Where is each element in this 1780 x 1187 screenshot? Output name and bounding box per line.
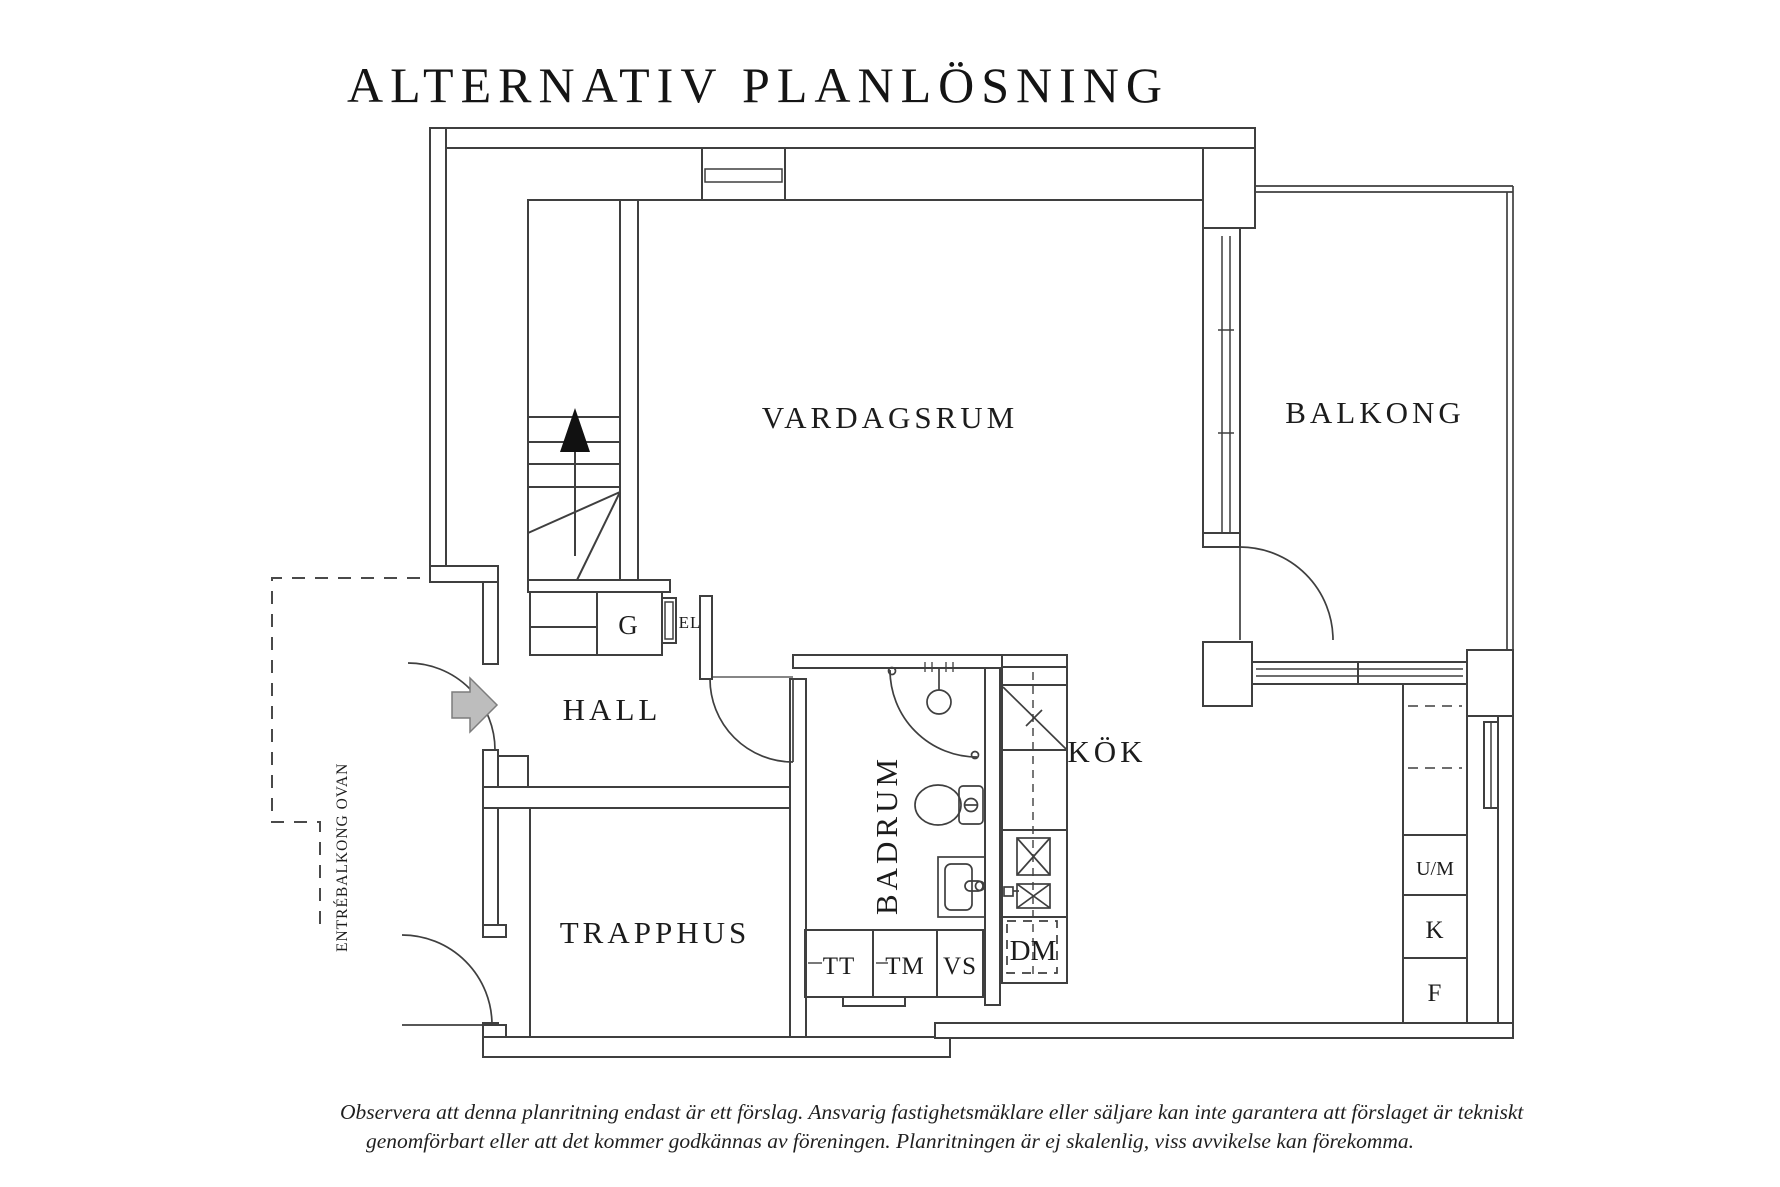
label-f: F <box>1428 980 1443 1007</box>
label-entrebalkong: ENTRÉBALKONG OVAN <box>334 763 351 952</box>
room-labels: VARDAGSRUM BALKONG HALL KÖK TRAPPHUS BAD… <box>334 395 1465 952</box>
label-k: K <box>1425 917 1444 944</box>
balcony-railing <box>1255 185 1514 650</box>
wall-island-top <box>1001 654 1068 668</box>
badrum-door-arc <box>709 678 794 763</box>
el-cabinet <box>661 597 677 644</box>
label-trapphus: TRAPPHUS <box>560 915 751 950</box>
wall-hall-trapphus <box>482 786 807 809</box>
stair-winder <box>576 491 621 581</box>
badrum <box>709 662 986 918</box>
kitchen-windows <box>1251 661 1499 809</box>
dishwasher-outline <box>1006 920 1058 974</box>
label-tt: TT <box>823 953 856 980</box>
stair-up-arrow-icon <box>560 408 590 452</box>
disclaimer-line-1: Observera att denna planritning endast ä… <box>340 1100 1524 1124</box>
wall-balcony-door-block <box>1202 641 1253 707</box>
wall-left-upper <box>429 127 447 581</box>
wall-kitchen-east <box>1497 715 1514 1039</box>
window-top <box>638 148 1203 201</box>
kitchen-island <box>1001 666 1068 984</box>
label-badrum: BADRUM <box>869 755 904 915</box>
label-dm: DM <box>1010 935 1057 967</box>
staircase <box>527 199 639 581</box>
label-el: EL <box>679 613 702 632</box>
entrance <box>407 662 499 751</box>
balcony-door-arc <box>1239 546 1334 641</box>
wall-tab-door-top <box>482 924 507 938</box>
fixture-labels: G EL TT TM VS DM U/M K F <box>618 610 1454 1007</box>
label-hall: HALL <box>563 692 662 727</box>
entrance-arrow-icon <box>451 676 499 734</box>
wall-bottom-left <box>482 1036 951 1058</box>
wall-vardagsrum-west <box>619 199 639 581</box>
label-vs: VS <box>943 953 977 980</box>
laundry-row <box>804 929 984 1007</box>
wall-badrum-north <box>792 654 1003 669</box>
label-tm: TM <box>885 953 925 980</box>
shower-drain-icon <box>926 689 952 715</box>
trapphus-inner <box>529 807 791 1038</box>
label-g: G <box>618 610 638 640</box>
hall-closets <box>529 591 677 656</box>
disclaimer: Observera att denna planritning endast ä… <box>340 1098 1524 1155</box>
shower-curtain-arc <box>889 669 978 758</box>
wall-kitchen-ne-block <box>1466 649 1514 717</box>
wall-top <box>429 127 1256 149</box>
wall-west-a <box>482 581 499 665</box>
kitchen-faucet-icon <box>1003 886 1014 897</box>
toilet-icon <box>914 784 984 826</box>
kitchen-bench <box>1402 683 1468 1024</box>
sink-icon <box>937 856 986 918</box>
disclaimer-line-2: genomförbart eller att det kommer godkän… <box>365 1128 1415 1153</box>
wall-tab-door-bottom <box>482 1024 507 1038</box>
label-kok: KÖK <box>1067 734 1146 769</box>
wall-pier <box>497 755 529 788</box>
wall-bottom-right <box>934 1022 1514 1039</box>
label-vardagsrum: VARDAGSRUM <box>762 400 1019 435</box>
trapphus-door-arc <box>401 934 493 1026</box>
trapphus-room <box>401 807 791 1038</box>
kitchen-sink-icon <box>1003 837 1051 909</box>
label-balkong: BALKONG <box>1285 395 1465 430</box>
wall-understair <box>527 579 671 593</box>
entrebalkong-outline <box>271 577 420 928</box>
wall-left-jog <box>429 565 499 583</box>
wall-topright-block <box>1202 147 1256 229</box>
page-title: ALTERNATIV PLANLÖSNING <box>346 57 1170 113</box>
label-um: U/M <box>1416 858 1454 880</box>
balcony-wall <box>1202 227 1334 641</box>
wall-badrum-east <box>984 667 1001 1006</box>
wall-west-b <box>482 749 499 938</box>
wall-hall-stub <box>699 595 713 680</box>
walls <box>429 127 1514 1058</box>
